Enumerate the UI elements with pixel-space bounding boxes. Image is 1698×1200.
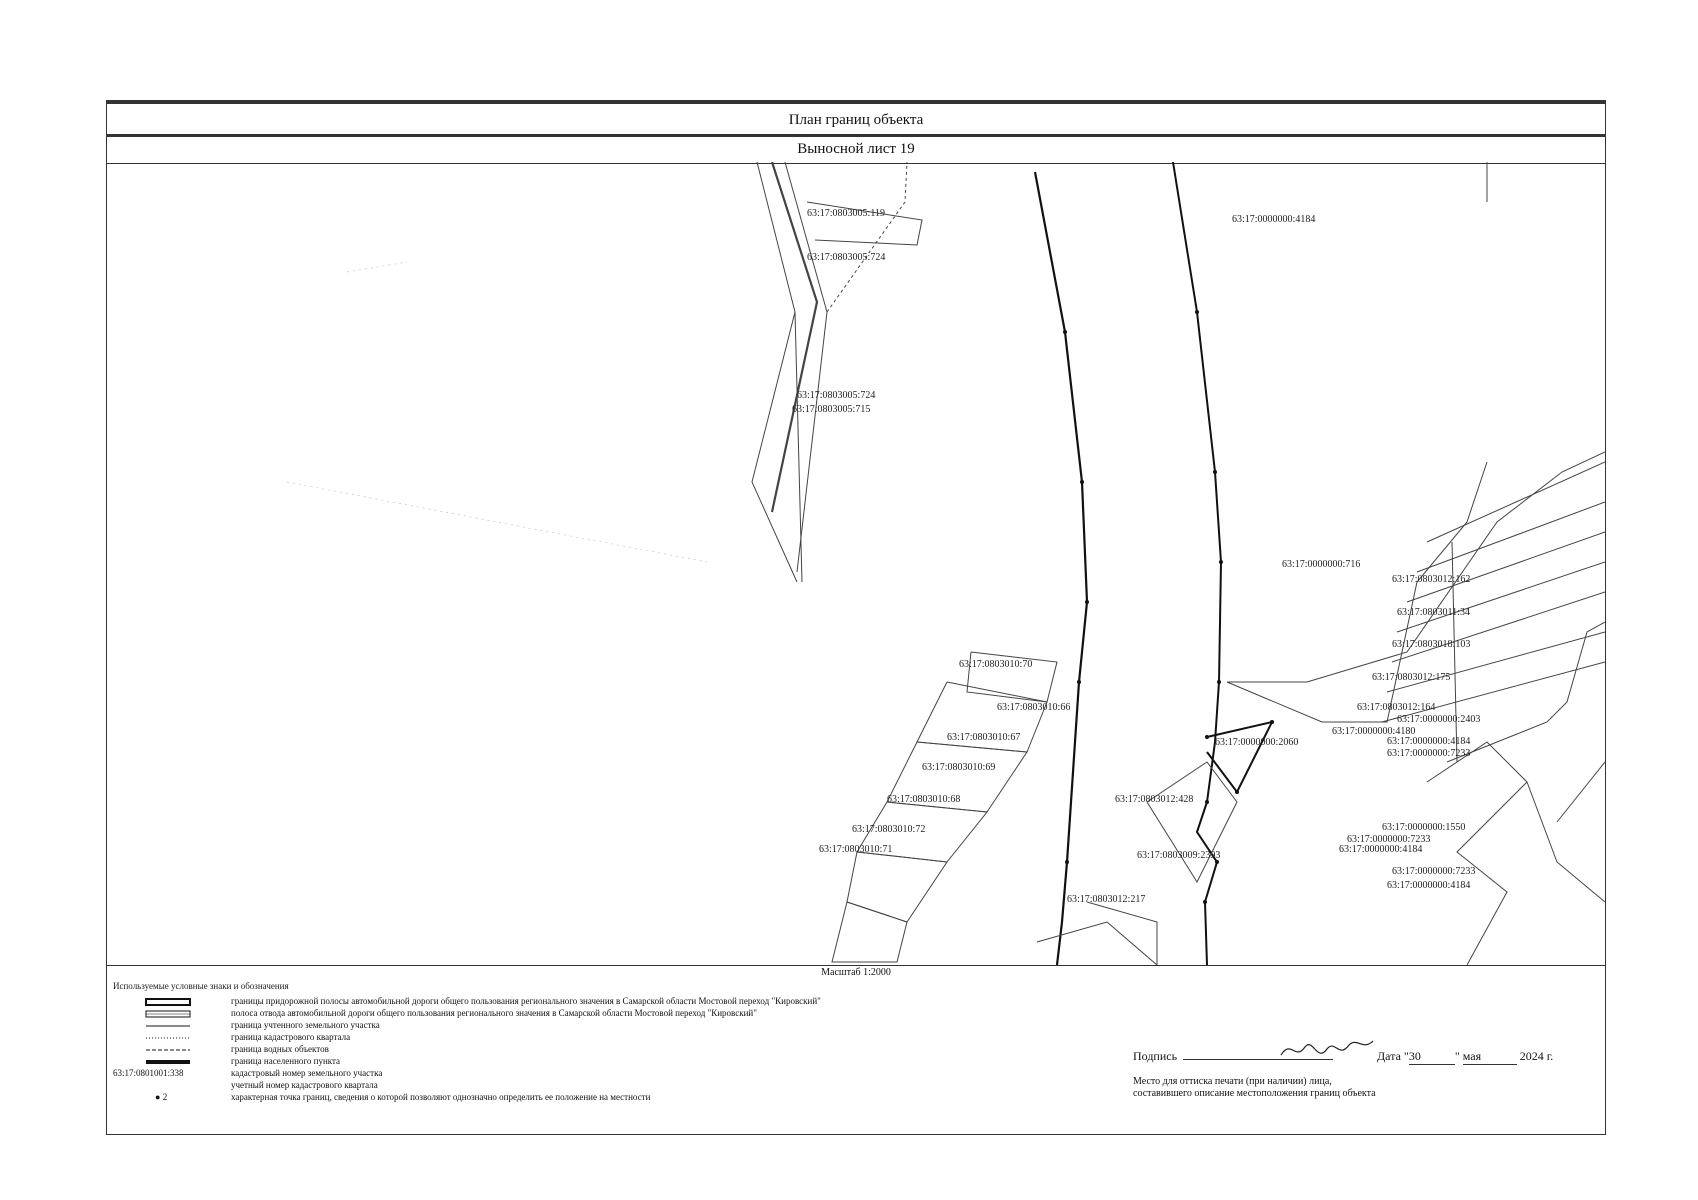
legend-symbol-solid-line xyxy=(146,1025,190,1027)
sheet-title: Выносной лист 19 xyxy=(107,134,1605,164)
parcel-label: 63:17:0803012:217 xyxy=(1067,894,1145,905)
legend-item: граница учтенного земельного участка xyxy=(113,1020,1013,1032)
legend-item: ● 2 характерная точка границ, сведения о… xyxy=(155,1092,651,1102)
parcel-label: 63:17:0000000:2403 xyxy=(1397,714,1480,725)
legend-title: Используемые условные знаки и обозначени… xyxy=(113,981,289,991)
plan-title: План границ объекта xyxy=(107,101,1605,137)
parcel-label: 63:17:0000000:1550 xyxy=(1382,822,1465,833)
date-block: Дата "30" мая 2024 г. xyxy=(1377,1049,1554,1065)
road-strip-left xyxy=(751,162,923,583)
parcel-label: 63:17:0000000:716 xyxy=(1282,559,1360,570)
parcel-label: 63:17:0000000:4184 xyxy=(1387,880,1470,891)
date-month: мая xyxy=(1462,1049,1517,1065)
legend-symbol-thick-rect xyxy=(145,998,191,1006)
parcel-label: 63:17:0803010:66 xyxy=(997,702,1070,713)
parcel-label: 63:17:0803018:103 xyxy=(1392,639,1470,650)
legend-item: 63:17:0801001:338 кадастровый номер земе… xyxy=(113,1068,383,1078)
parcel-label: 63:17:0803005:119 xyxy=(807,208,885,219)
signature-line xyxy=(1183,1059,1334,1060)
parcel-label: 63:17:0803005:724 xyxy=(807,252,885,263)
parcel-label: 63:17:0803005:724 xyxy=(797,390,875,401)
legend-symbol-double-rect xyxy=(145,1010,191,1018)
boundary-main-right xyxy=(1172,162,1274,965)
parcel-label: 63:17:0000000:4184 xyxy=(1232,214,1315,225)
parcel-label: 63:17:0000000:2060 xyxy=(1215,737,1298,748)
legend-item: граница водных объектов xyxy=(113,1044,1013,1056)
parcel-label: 63:17:0803011:34 xyxy=(1397,607,1470,618)
map-drawing: 63:17:0803005:119 63:17:0803005:724 63:1… xyxy=(286,162,1605,965)
signature-block: Подпись xyxy=(1133,1049,1334,1064)
parcel-label: 63:17:0803009:2393 xyxy=(1137,850,1220,861)
parcel-label: 63:17:0803012:428 xyxy=(1115,794,1193,805)
legend-symbol-dotted-line xyxy=(146,1037,190,1039)
parcel-label: 63:17:0803005:715 xyxy=(792,404,870,415)
legend-item: граница кадастрового квартала xyxy=(113,1032,1013,1044)
ghost-lines xyxy=(286,261,708,563)
parcel-label: 63:17:0000000:4184 xyxy=(1339,844,1422,855)
legend-code: 63:17:0801001:338 xyxy=(113,1068,184,1078)
parcel-label: 63:17:0803010:67 xyxy=(947,732,1020,743)
signature-mark xyxy=(1280,1040,1374,1056)
parcel-bottom-mid xyxy=(1036,761,1238,965)
parcel-label: 63:17:0000000:7233 xyxy=(1347,834,1430,845)
parcel-label: 63:17:0803010:70 xyxy=(959,659,1032,670)
legend-point-code: ● 2 xyxy=(155,1092,168,1102)
parcel-labels: 63:17:0803005:119 63:17:0803005:724 63:1… xyxy=(792,208,1480,905)
legend-item: учетный номер кадастрового квартала xyxy=(231,1080,378,1090)
parcel-label: 63:17:0803010:68 xyxy=(887,794,960,805)
parcel-label: 63:17:0803010:71 xyxy=(819,844,892,855)
map-area[interactable]: 63:17:0803005:119 63:17:0803005:724 63:1… xyxy=(107,162,1605,966)
parcel-large-right xyxy=(1226,162,1605,723)
parcel-fan-lower-left xyxy=(831,651,1058,963)
parcel-label: 63:17:0000000:4180 xyxy=(1332,726,1415,737)
parcel-label: 63:17:0000000:7233 xyxy=(1387,748,1470,759)
legend-symbol-bold-line xyxy=(146,1060,190,1064)
parcel-label: 63:17:0803010:72 xyxy=(852,824,925,835)
boundary-main-left xyxy=(1033,171,1089,965)
parcel-label: 63:17:0803012:162 xyxy=(1392,574,1470,585)
legend-item: граница населенного пункта xyxy=(113,1056,1013,1068)
parcel-label: 63:17:0000000:4184 xyxy=(1387,736,1470,747)
boundary-points xyxy=(1063,310,1274,904)
date-day: 30 xyxy=(1408,1049,1455,1065)
legend-item: полоса отвода автомобильной дороги общег… xyxy=(113,1008,1013,1020)
legend-symbol-dashed-line xyxy=(146,1049,190,1051)
parcel-cluster-right xyxy=(1381,461,1605,965)
signature-label: Подпись xyxy=(1133,1049,1178,1063)
parcel-label: 63:17:0000000:7233 xyxy=(1392,866,1475,877)
parcel-label: 63:17:0803012:164 xyxy=(1357,702,1435,713)
map-scale: Масштаб 1:2000 xyxy=(821,967,891,978)
parcel-label: 63:17:0803010:69 xyxy=(922,762,995,773)
legend-item: границы придорожной полосы автомобильной… xyxy=(113,996,1013,1008)
plan-sheet: План границ объекта Выносной лист 19 xyxy=(106,100,1606,1135)
parcel-label: 63:17:0803012:175 xyxy=(1372,672,1450,683)
date-year: 2024 xyxy=(1519,1049,1544,1063)
stamp-note: Место для оттиска печати (при наличии) л… xyxy=(1133,1076,1376,1099)
